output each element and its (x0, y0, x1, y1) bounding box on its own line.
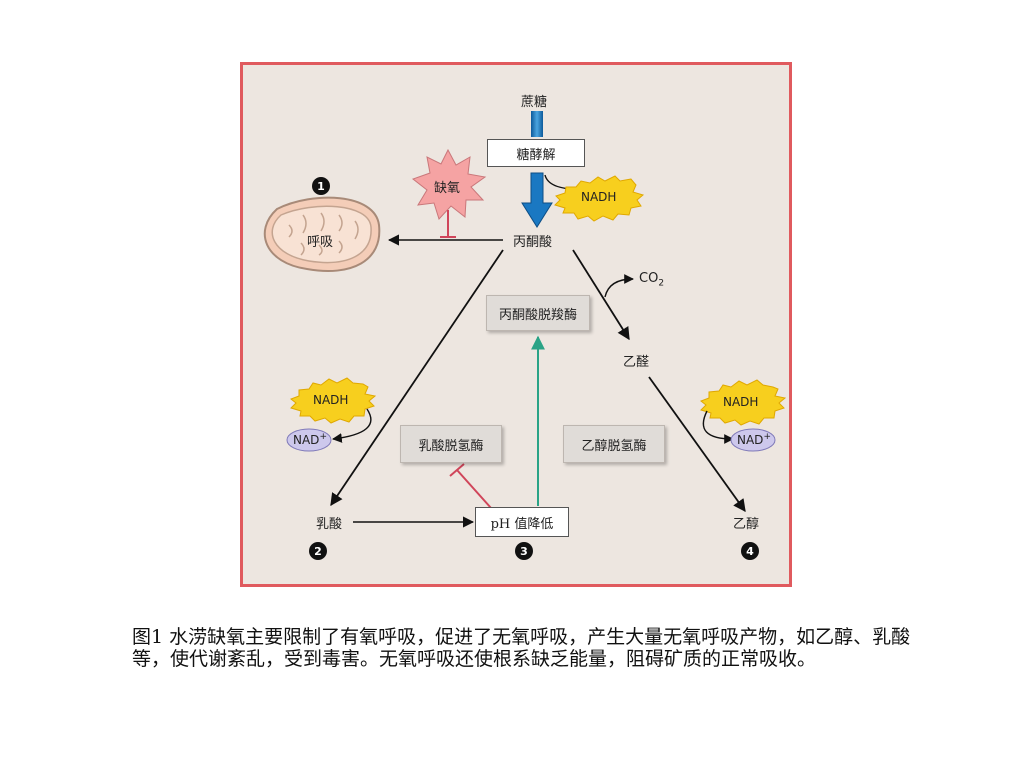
nad-label-left: NAD+ (293, 432, 327, 447)
figure-caption: 图1 水涝缺氧主要限制了有氧呼吸，促进了无氧呼吸，产生大量无氧呼吸产物，如乙醇、… (132, 626, 911, 670)
step-marker-1: 1 (312, 177, 330, 195)
pyruvate-label: 丙酮酸 (513, 235, 553, 250)
pdc-box: 丙酮酸脱羧酶 (486, 295, 590, 331)
glycolysis-box: 糖酵解 (487, 139, 585, 167)
pdc-label: 丙酮酸脱羧酶 (498, 307, 577, 323)
respiration-label: 呼吸 (307, 235, 334, 250)
ethanol-label: 乙醇 (733, 517, 760, 532)
nadh-burst-icon (290, 377, 377, 424)
co2-subscript: 2 (658, 278, 665, 289)
acetaldehyde-arrow (572, 249, 630, 341)
nadh-consumption-arrow-left (332, 408, 372, 443)
nadh-label-left: NADH (313, 393, 349, 407)
mitochondrion-icon (263, 196, 381, 273)
hypoxia-label: 缺氧 (434, 181, 461, 196)
nadh-label-right: NADH (723, 395, 759, 409)
adh-box: 乙醇脱氢酶 (563, 425, 665, 463)
nadh-label-top: NADH (581, 190, 617, 204)
ldh-box: 乳酸脱氢酶 (400, 425, 502, 463)
co2-release-arrow (604, 274, 634, 298)
nadh-consumption-arrow-right (702, 410, 734, 444)
sucrose-stem (531, 111, 543, 137)
ph-box: pH 值降低 (475, 507, 569, 537)
hypoxia-star-icon (411, 148, 487, 220)
diagram-canvas (263, 111, 787, 528)
co2-label: CO2 (639, 271, 664, 289)
nad-label-right: NAD+ (737, 432, 771, 447)
nad-oval-icon (286, 428, 332, 452)
acetaldehyde-label: 乙醛 (623, 355, 650, 370)
nadh-burst-icon (700, 379, 787, 426)
step-marker-2: 2 (309, 542, 327, 560)
ph-inhibition-bar (449, 463, 465, 477)
ethanol-arrow (648, 376, 746, 513)
lactate-pathway-arrow (330, 249, 504, 507)
nadh-burst-icon (554, 175, 645, 222)
nad-text-left: NAD (293, 433, 320, 447)
nad-text-right: NAD (737, 433, 764, 447)
sucrose-label: 蔗糖 (521, 95, 548, 110)
step-marker-3: 3 (515, 542, 533, 560)
diagram-frame: 蔗糖 糖酵解 缺氧 NADH 1 呼吸 丙酮酸 CO2 丙酮酸脱羧酶 乙醛 NA… (240, 62, 792, 587)
lactate-label: 乳酸 (316, 517, 343, 532)
nad-plus-right: + (763, 432, 771, 442)
co2-main: CO (639, 271, 659, 286)
nad-plus-left: + (319, 432, 327, 442)
nad-oval-icon (730, 428, 776, 452)
glycolysis-label: 糖酵解 (516, 147, 556, 163)
step-marker-4: 4 (741, 542, 759, 560)
adh-label: 乙醇脱氢酶 (581, 438, 647, 454)
ph-label: pH 值降低 (490, 516, 554, 532)
glycolysis-arrow (521, 172, 553, 228)
ldh-label: 乳酸脱氢酶 (418, 438, 484, 454)
ph-inhibition-line (456, 469, 492, 509)
